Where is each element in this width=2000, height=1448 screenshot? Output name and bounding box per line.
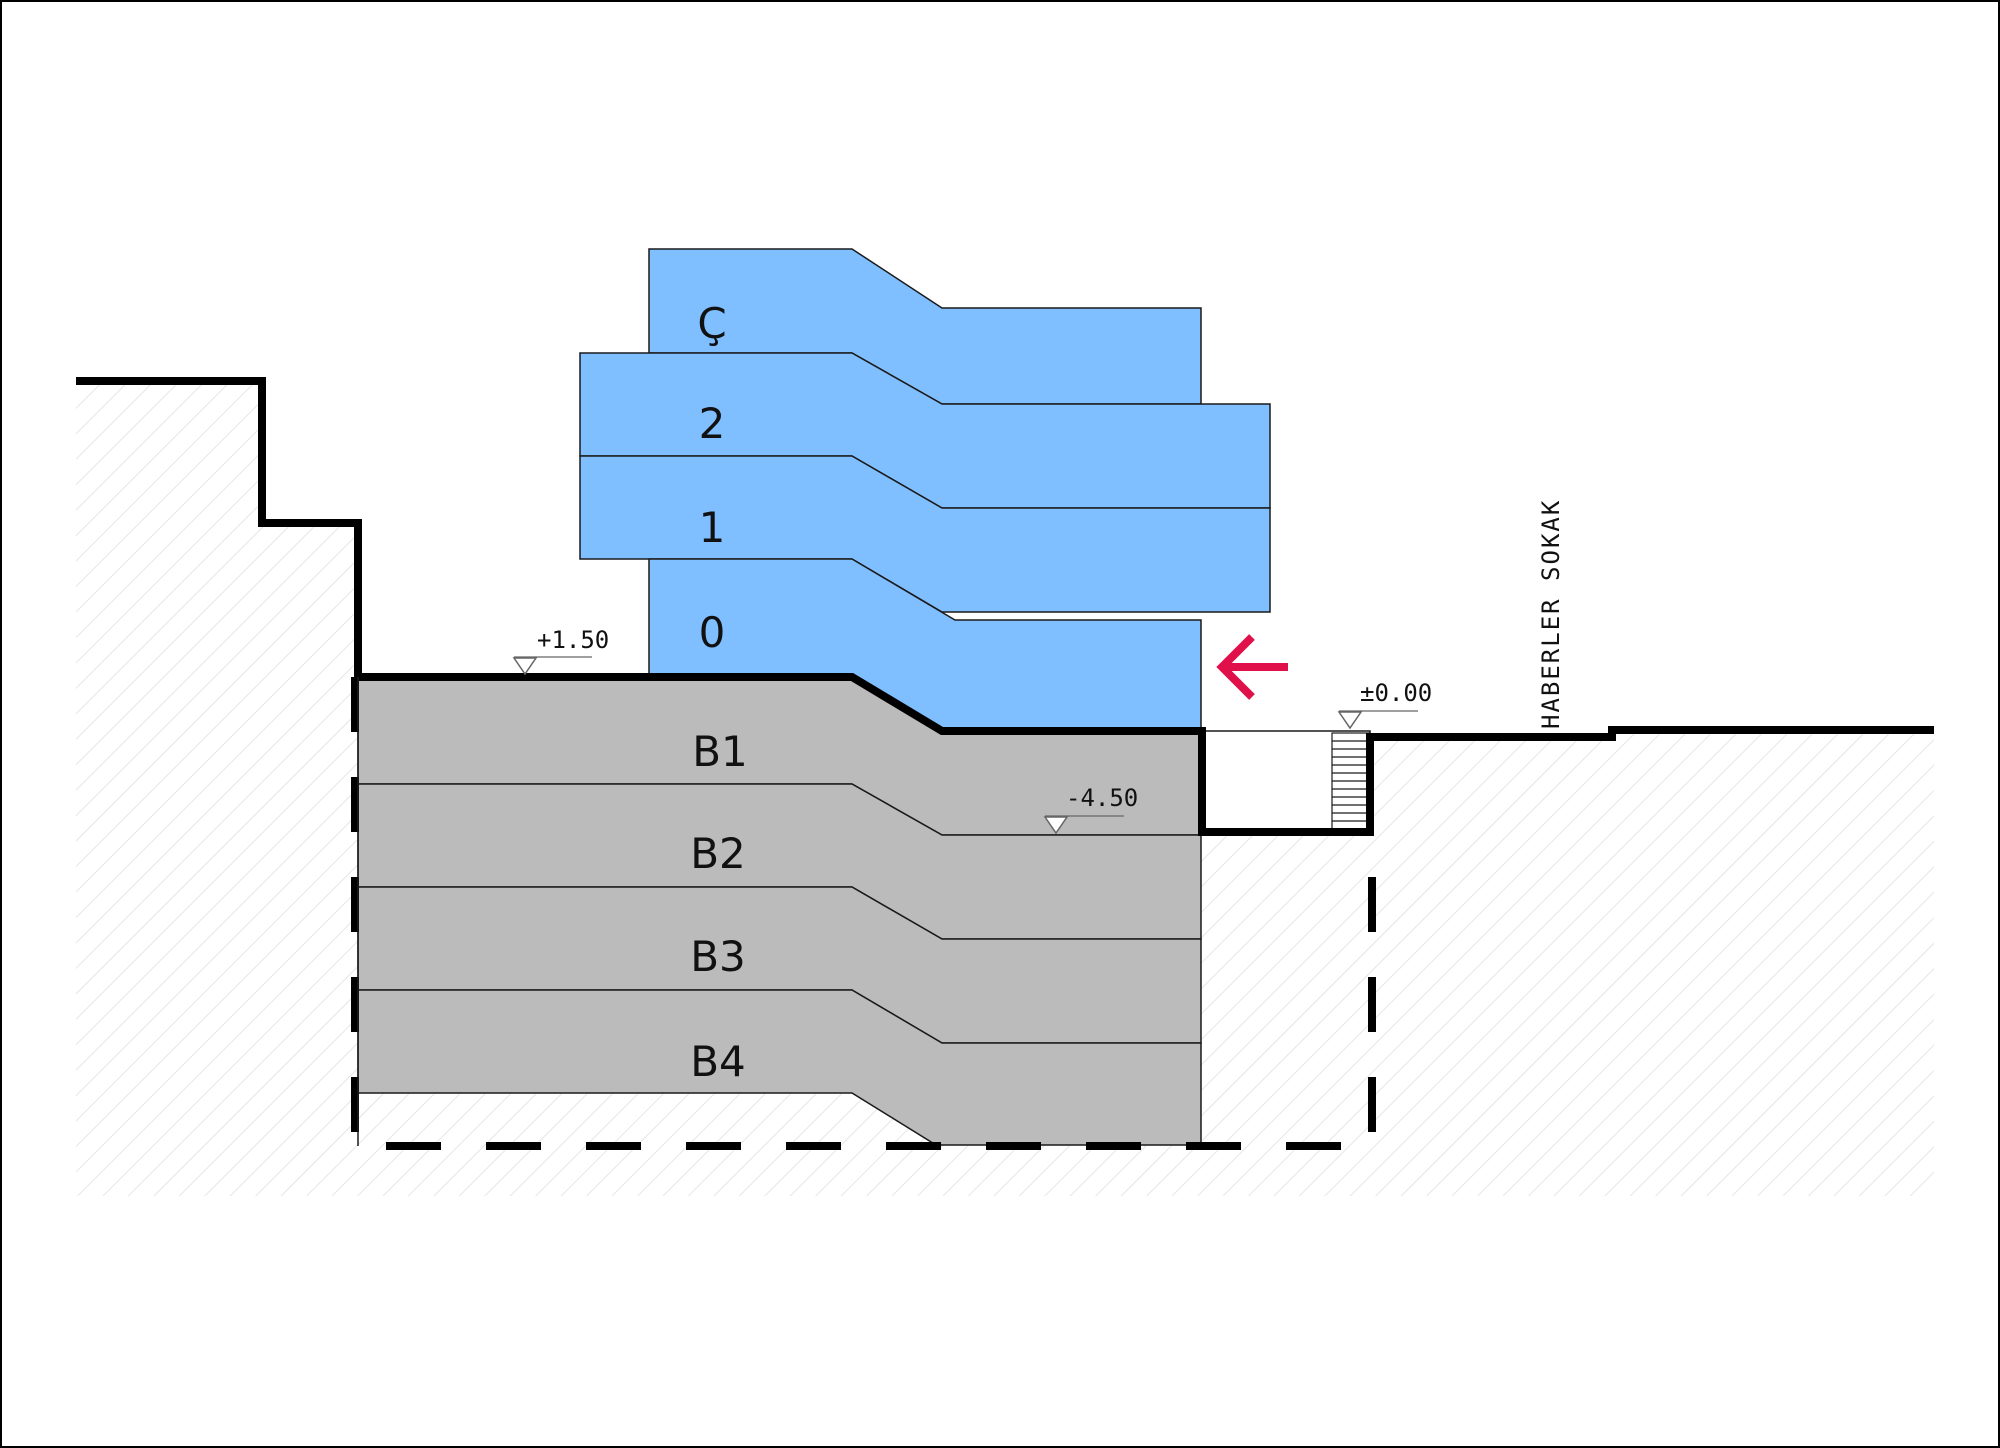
level-label-upper: +1.50 <box>537 626 609 654</box>
level-label-basement: -4.50 <box>1066 784 1138 812</box>
stair-icon <box>1331 732 1371 831</box>
level-marker-street: ±0.00 <box>1337 679 1432 730</box>
level-marker-upper: +1.50 <box>512 626 609 676</box>
floor-label-b3: B3 <box>690 932 746 981</box>
triangle-down-icon <box>512 657 538 676</box>
triangle-down-icon <box>1043 816 1069 835</box>
floor-label-1: 1 <box>699 503 726 552</box>
floor-label-b4: B4 <box>690 1037 746 1086</box>
floor-label-b2: B2 <box>690 829 746 878</box>
excavation-boundary <box>351 677 1376 1150</box>
floor-label-0: 0 <box>699 608 726 657</box>
arrow-left-icon <box>1216 634 1288 700</box>
street-name-label: HABERLER SOKAK <box>1537 499 1565 729</box>
floor-label-2: 2 <box>699 399 726 448</box>
level-marker-basement: -4.50 <box>1043 784 1138 835</box>
below-ground-floors <box>357 676 1202 1146</box>
floor-label-c: Ç <box>697 299 726 348</box>
above-ground-floors <box>579 248 1271 732</box>
level-label-street: ±0.00 <box>1360 679 1432 707</box>
ground-profile-line <box>76 377 1934 836</box>
floor-label-b1: B1 <box>692 727 748 776</box>
triangle-down-icon <box>1337 711 1363 730</box>
street-entrance <box>1201 730 1371 833</box>
